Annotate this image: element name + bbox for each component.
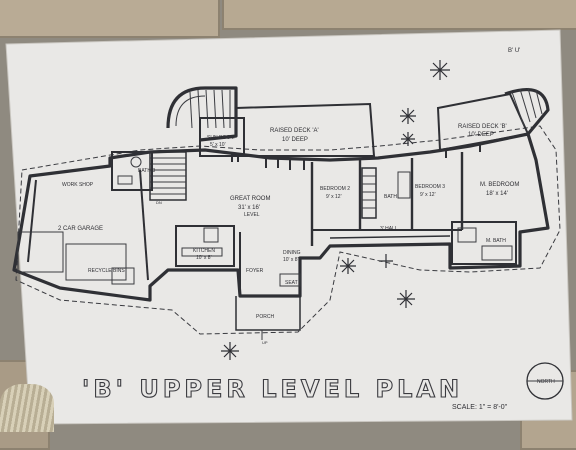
label-two-car-garage: 2 CAR GARAGE — [58, 226, 103, 232]
label-porch: PORCH — [256, 314, 274, 320]
label-raised-deck-a-depth: 10' DEEP — [282, 137, 308, 143]
label-hall: 3' HALL — [380, 226, 398, 232]
sun-room-stair — [166, 86, 238, 142]
label-bedroom-3-size: 9' x 12' — [420, 192, 436, 198]
porch-outline — [235, 296, 301, 331]
label-bedroom-2-size: 9' x 12' — [326, 194, 342, 200]
label-bedroom-3: BEDROOM 3 — [415, 184, 445, 190]
label-kitchen-size: 10' x 8' — [196, 255, 212, 261]
paper — [5, 29, 573, 425]
north-label: NORTH — [537, 379, 555, 385]
label-raised-deck-b: RAISED DECK 'B' — [458, 124, 507, 130]
label-up: UP — [262, 340, 268, 345]
label-bath-2: BATH — [384, 194, 397, 200]
label-bath-3: BATH 3 — [138, 168, 155, 174]
label-recycle-bins: RECYCLE BINS — [88, 268, 125, 274]
label-m-bedroom: M. BEDROOM — [480, 182, 519, 188]
label-dining: DINING — [283, 250, 301, 256]
deck-b-stair — [504, 87, 550, 136]
label-bedroom-2: BEDROOM 2 — [320, 186, 350, 192]
window-marks — [231, 142, 481, 170]
plan-title: 'B' UPPER LEVEL PLAN — [82, 375, 463, 403]
label-m-bedroom-size: 18' x 14' — [486, 191, 508, 197]
north-arrow — [526, 362, 564, 400]
label-great-room: GREAT ROOM — [230, 196, 270, 202]
label-great-room-size: 31' x 16' — [238, 205, 260, 211]
rug-tassel — [0, 384, 54, 432]
tree-symbols — [221, 60, 450, 360]
plan-scale: SCALE: 1" = 8'-0" — [452, 404, 508, 411]
floor-tile — [222, 0, 576, 30]
label-foyer: FOYER — [246, 268, 264, 274]
roof-outline — [15, 125, 561, 335]
label-sun-room-size: 5' x 10' — [210, 142, 226, 148]
label-kitchen: KITCHEN — [193, 248, 215, 254]
label-dn: DN — [156, 200, 162, 205]
raised-deck-a — [235, 102, 376, 157]
label-work-shop: WORK SHOP — [62, 182, 94, 188]
label-dining-size: 10' x 8' — [283, 257, 299, 263]
label-raised-deck-a: RAISED DECK 'A' — [270, 128, 319, 134]
floor-plan-sheet: SUN ROOM 5' x 10' RAISED DECK 'A' 10' DE… — [5, 29, 573, 425]
garage-stair — [149, 151, 187, 201]
corner-mark: B' U' — [508, 48, 520, 54]
bath-stair — [361, 167, 411, 219]
label-seat: SEAT — [285, 280, 298, 286]
label-sun-room: SUN ROOM — [207, 135, 235, 141]
label-level-note: LEVEL — [244, 212, 260, 218]
label-raised-deck-b-depth: 10' DEEP — [468, 132, 494, 138]
label-m-bath: M. BATH — [486, 238, 506, 244]
floor-tile — [0, 0, 220, 38]
